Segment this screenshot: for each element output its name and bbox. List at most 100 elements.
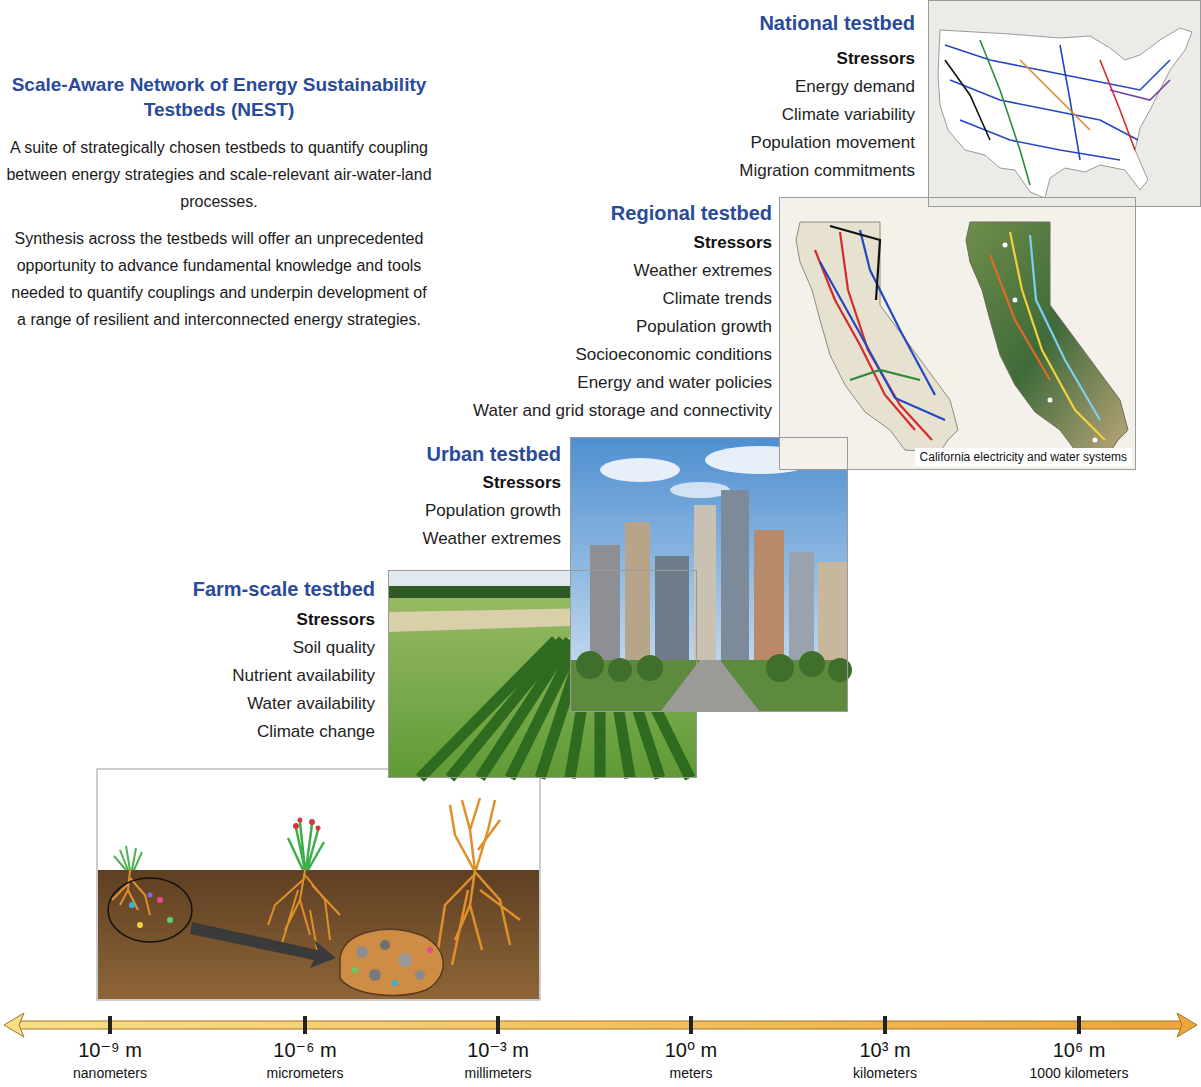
testbed-frame: National testbedStressorsEnergy demandCl… [928, 0, 1201, 207]
testbed-frame: Farm-scale testbedStressorsSoil qualityN… [388, 570, 697, 778]
urban-photo-part [694, 505, 716, 675]
root-soil-panel-part-part [114, 846, 142, 870]
root-soil-panel [97, 769, 540, 1000]
scale-axis-part-part [689, 1016, 693, 1034]
us-map-part [945, 40, 1170, 185]
root-soil-panel-part [112, 870, 150, 915]
scale-axis-part [108, 1016, 1081, 1034]
urban-photo-part [625, 522, 650, 675]
stressor-item: Weather extremes [473, 257, 772, 285]
stressors-heading: Stressors [422, 469, 561, 497]
root-soil-panel-part-part [356, 946, 368, 958]
root-soil-panel-part-part [450, 798, 500, 870]
california-maps-part-part-part [1048, 398, 1053, 403]
root-soil-panel-part-part [298, 818, 303, 823]
root-soil-panel-part [98, 870, 539, 999]
stressor-item: Energy demand [739, 73, 915, 101]
stressor-item: Water and grid storage and connectivity [473, 397, 772, 425]
testbed-frame: Urban testbedStressorsPopulation growthW… [570, 437, 848, 712]
urban-photo-part [576, 651, 852, 682]
intro-column: Scale-Aware Network of Energy Sustainabi… [6, 72, 432, 343]
root-soil-panel-part-part [380, 940, 390, 950]
urban-photo-part [754, 530, 784, 675]
us-map-part-part [945, 45, 1170, 90]
california-maps-part-part [850, 370, 920, 380]
stressor-item: Migration commitments [739, 157, 915, 185]
scale-unit-name: meters [670, 1064, 713, 1082]
us-map-part-part [950, 80, 1138, 140]
root-soil-panel-part-part [129, 902, 135, 908]
root-soil-panel-part-part [148, 893, 153, 898]
root-soil-panel-part [340, 929, 443, 995]
california-maps-part-part [1003, 243, 1098, 443]
california-maps-part [796, 222, 958, 452]
urban-photo-part [660, 660, 760, 712]
urban-photo-part-part [576, 651, 604, 679]
us-map-part [938, 28, 1192, 198]
urban-photo-part-part [637, 655, 663, 681]
california-maps-part-part [860, 230, 935, 395]
scale-axis-part [4, 1013, 24, 1037]
root-soil-panel-part-part [438, 870, 520, 965]
california-maps-part-part [830, 226, 880, 300]
root-soil-panel-part-part [137, 922, 143, 928]
california-maps-part [815, 226, 945, 440]
urban-photo-part-part [608, 658, 632, 682]
scale-unit-name: kilometers [853, 1064, 917, 1082]
us-map-part [928, 0, 1201, 207]
root-soil-panel-part-part [157, 897, 163, 903]
stressor-item: Energy and water policies [473, 369, 772, 397]
california-maps-part [779, 197, 1136, 470]
root-soil-panel-part-part [369, 969, 381, 981]
scale-unit-name: 1000 kilometers [1030, 1064, 1129, 1082]
stressor-item: Climate variability [739, 101, 915, 129]
scale-value: 10⁻⁹ m [78, 1038, 142, 1062]
root-soil-panel-part-part [316, 826, 321, 831]
urban-photo-part [721, 490, 749, 675]
root-soil-panel-part-part [112, 870, 150, 915]
california-maps-part-part [820, 262, 945, 420]
testbed-heading: Regional testbed [473, 199, 772, 227]
root-soil-panel-part [129, 893, 173, 929]
california-maps-part-part-part [1013, 298, 1018, 303]
root-soil-panel-part-part [309, 819, 315, 825]
testbed-frame: Regional testbedStressorsWeather extreme… [779, 197, 1136, 470]
california-maps-part-part-part [990, 255, 1050, 380]
scale-unit-name: nanometers [73, 1064, 147, 1082]
root-soil-panel-part-part [288, 822, 324, 870]
root-soil-panel-part-part [427, 947, 433, 953]
urban-photo-part-part [766, 654, 794, 682]
stressor-item: Climate trends [473, 285, 772, 313]
scale-axis-part-part [1077, 1016, 1081, 1034]
urban-photo-part [570, 437, 848, 712]
urban-photo [570, 437, 852, 712]
urban-photo-part [655, 556, 689, 675]
root-soil-panel-part [190, 922, 336, 968]
scale-axis-part-part [883, 1016, 887, 1034]
testbed-heading: National testbed [739, 9, 915, 37]
root-soil-panel-part [97, 769, 540, 1000]
root-soil-panel-part [114, 846, 142, 870]
urban-photo-part-part [799, 651, 825, 677]
stressors-heading: Stressors [739, 45, 915, 73]
us-map-part-part [945, 60, 990, 140]
intro-paragraph: A suite of strategically chosen testbeds… [6, 134, 432, 215]
scale-axis-part-part [108, 1016, 112, 1034]
stressor-item: Water availability [193, 690, 375, 718]
urban-photo-part [600, 458, 680, 482]
scale-value: 10⁻³ m [467, 1038, 529, 1062]
root-soil-panel-part-part [167, 917, 173, 923]
root-soil-panel-part [108, 878, 192, 942]
stressor-item: Population movement [739, 129, 915, 157]
california-maps [779, 197, 1136, 470]
root-soil-panel-part-part [415, 970, 425, 980]
testbed-heading: Urban testbed [422, 440, 561, 468]
california-maps-part-part-part [1030, 235, 1100, 420]
stressor-item: Weather extremes [422, 525, 561, 553]
stressor-column: National testbedStressorsEnergy demandCl… [739, 9, 915, 185]
scale-unit-name: millimeters [465, 1064, 532, 1082]
california-maps-part-part-part [1003, 243, 1008, 248]
root-soil-panel-part [438, 798, 520, 965]
scale-value: 10⁻⁶ m [273, 1038, 336, 1062]
